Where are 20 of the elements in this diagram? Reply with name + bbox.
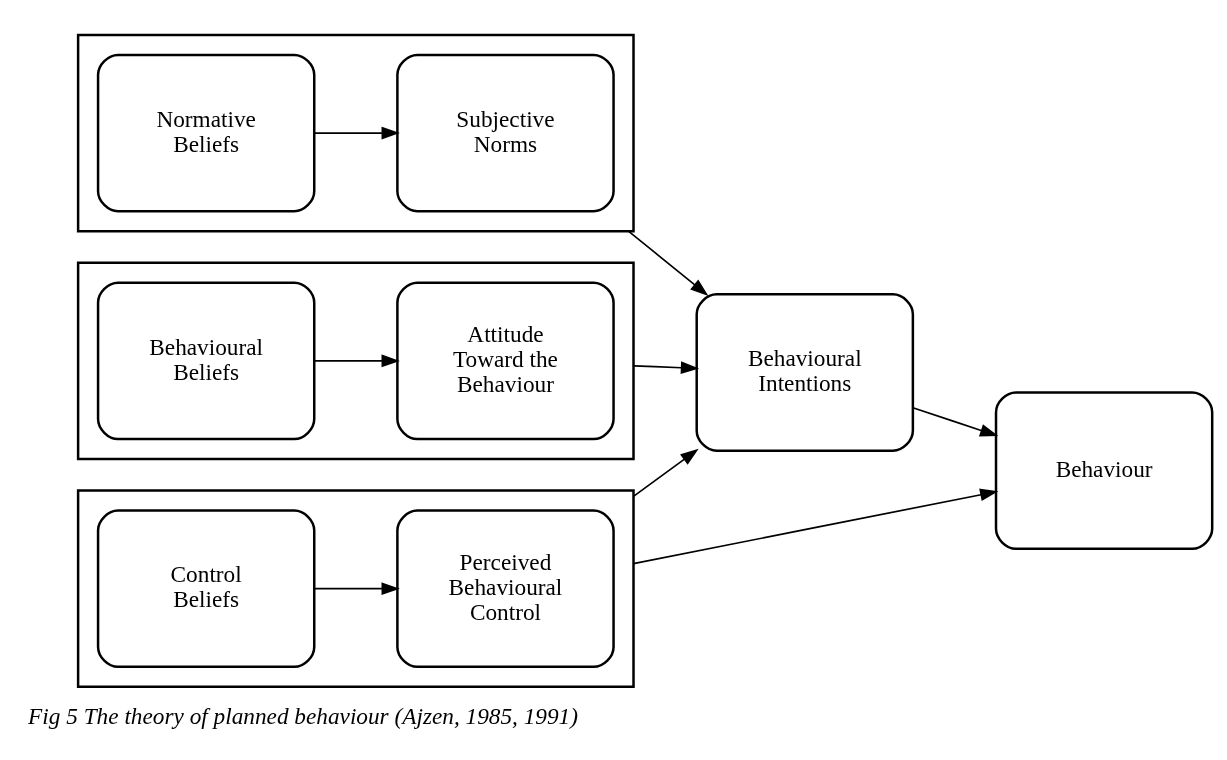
arrow <box>313 582 400 596</box>
caption: Fig 5 The theory of planned behaviour (Ajzen, 1985, 1991) <box>28 702 578 729</box>
node-box: Behavioural Intentions <box>695 293 915 452</box>
arrow <box>313 354 400 368</box>
arrow <box>632 488 999 565</box>
node-box: Behaviour <box>994 391 1214 551</box>
node-box: Control Beliefs <box>96 509 316 669</box>
node-box: Subjective Norms <box>396 53 615 213</box>
node-box: Perceived Behavioural Control <box>396 509 615 669</box>
arrow <box>627 230 709 296</box>
arrow <box>912 406 999 437</box>
cluster <box>76 33 635 233</box>
arrow <box>313 126 400 140</box>
arrow <box>632 361 700 375</box>
node-box: Attitude Toward the Behaviour <box>396 281 615 441</box>
cluster <box>76 489 635 689</box>
cluster <box>76 261 635 461</box>
node-box: Behavioural Beliefs <box>96 281 316 441</box>
node-box: Normative Beliefs <box>96 53 316 213</box>
arrow <box>632 448 699 498</box>
